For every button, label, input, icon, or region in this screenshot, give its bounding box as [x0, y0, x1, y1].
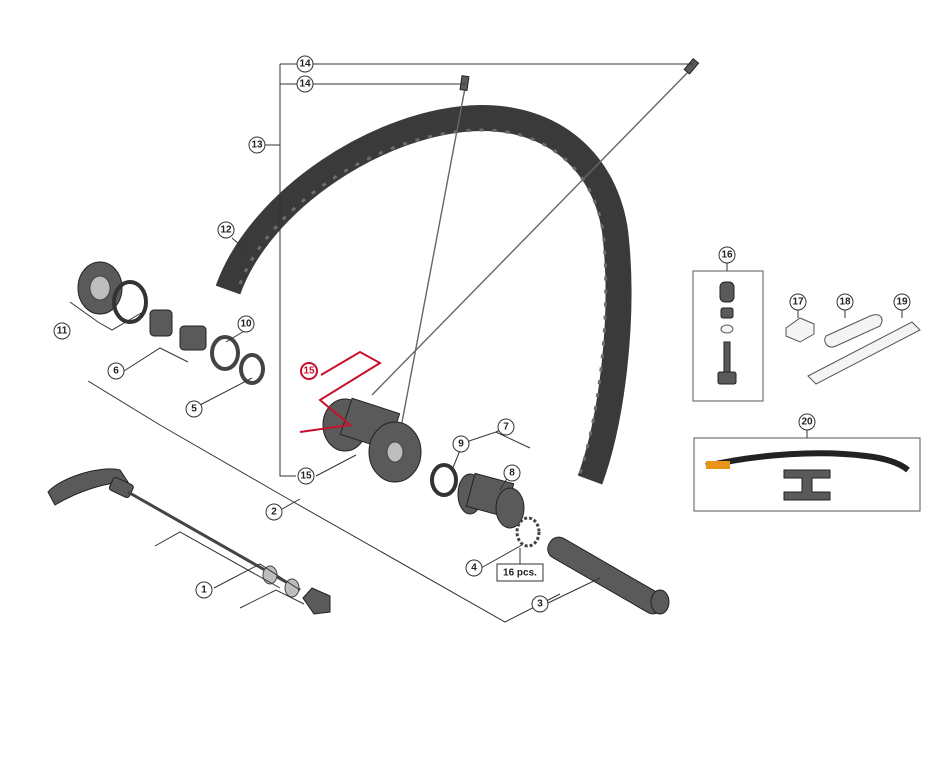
spokes: [371, 66, 694, 471]
svg-text:10: 10: [240, 319, 252, 330]
freehub-washer: [430, 463, 458, 497]
callout-14a: 14: [296, 55, 314, 73]
callout-1: 1: [195, 581, 213, 599]
valve-box: [692, 270, 764, 402]
spoke-wrench: [824, 314, 883, 348]
callout-11: 11: [53, 322, 71, 340]
spoke-nipple: [459, 75, 470, 92]
valve: [717, 281, 737, 385]
quick-release-springs: [262, 565, 300, 598]
svg-text:15: 15: [300, 471, 312, 482]
lock-nut: [77, 261, 123, 315]
quick-release-nut: [302, 587, 331, 615]
svg-text:18: 18: [839, 297, 851, 308]
svg-text:7: 7: [503, 422, 509, 433]
callout-10: 10: [237, 315, 255, 333]
nut-tool: [785, 317, 815, 343]
callout-20: 20: [798, 413, 816, 431]
spacer: [239, 353, 265, 385]
callout-8: 8: [503, 464, 521, 482]
svg-text:6: 6: [113, 366, 119, 377]
cone: [149, 309, 207, 351]
callout-9: 9: [452, 435, 470, 453]
rim-tape: [807, 321, 921, 385]
quick-release-lever: [47, 468, 134, 506]
callout-5: 5: [185, 400, 203, 418]
callout-6: 6: [107, 362, 125, 380]
quantity-note: 16 pcs.: [496, 563, 544, 582]
svg-text:2: 2: [271, 507, 277, 518]
svg-text:5: 5: [191, 404, 197, 415]
callout-12: 12: [217, 221, 235, 239]
callout-4: 4: [465, 559, 483, 577]
dust-cap: [210, 335, 240, 371]
rim-strip: [705, 450, 910, 473]
svg-text:14: 14: [299, 79, 311, 90]
svg-text:12: 12: [220, 225, 232, 236]
callout-18: 18: [836, 293, 854, 311]
callout-13: 13: [248, 136, 266, 154]
callout-17: 17: [789, 293, 807, 311]
freehub-body: [457, 472, 525, 529]
spoke-nipple: [683, 58, 700, 75]
svg-text:19: 19: [896, 297, 908, 308]
washer: [112, 280, 148, 324]
svg-text:8: 8: [509, 468, 515, 479]
callout-14b: 14: [296, 75, 314, 93]
rim: [215, 104, 632, 485]
callout-15: 15: [297, 467, 315, 485]
axle: [547, 536, 670, 615]
svg-text:3: 3: [537, 599, 543, 610]
svg-text:13: 13: [251, 140, 263, 151]
tire-lever: [783, 469, 831, 501]
svg-text:14: 14: [299, 59, 311, 70]
svg-text:9: 9: [458, 439, 464, 450]
svg-text:17: 17: [792, 297, 804, 308]
callout-2: 2: [265, 503, 283, 521]
svg-text:11: 11: [57, 326, 68, 337]
lock-ring: [515, 516, 541, 548]
hub-shell: [322, 397, 422, 483]
callout-16: 16: [718, 246, 736, 264]
callout-3: 3: [531, 595, 549, 613]
svg-text:16 pcs.: 16 pcs.: [503, 568, 537, 579]
callout-15-highlighted: 15: [300, 362, 318, 380]
svg-text:15: 15: [303, 366, 315, 377]
svg-text:1: 1: [201, 585, 207, 596]
callout-19: 19: [893, 293, 911, 311]
svg-text:20: 20: [801, 417, 813, 428]
svg-text:16: 16: [721, 250, 733, 261]
callout-7: 7: [497, 418, 515, 436]
svg-text:4: 4: [471, 563, 477, 574]
